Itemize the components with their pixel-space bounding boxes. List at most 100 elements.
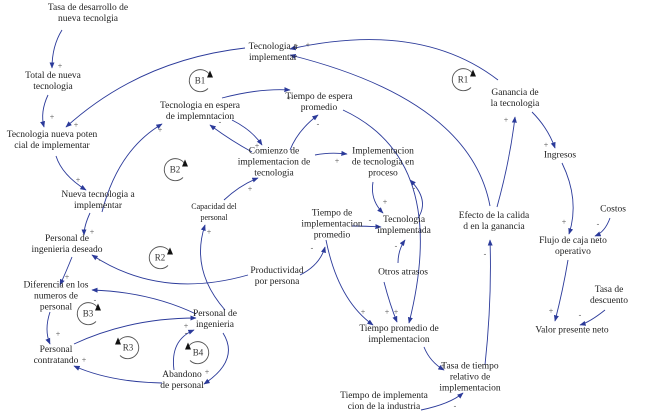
link-tec-nueva-potencial-to-nueva-tec-implementar xyxy=(55,155,87,191)
polarity-sign: - xyxy=(453,401,457,411)
node-tasa-tiempo-relativo: Tasa de tiempo relativo de implementacio… xyxy=(439,361,501,394)
node-flujo-caja-neto: Flujo de caja neto operativo xyxy=(539,236,607,257)
link-productividad-to-tiempo-impl-prom xyxy=(299,246,326,276)
polarity-sign: + xyxy=(57,61,63,71)
node-valor-presente-neto: Valor presente neto xyxy=(535,325,609,336)
node-otros-atrasos: Otros atrasos xyxy=(378,267,428,278)
link-comienzo-to-impl-proceso xyxy=(314,150,348,156)
polarity-sign: + xyxy=(305,40,311,50)
node-ingresos: Ingresos xyxy=(543,150,577,161)
polarity-sign: + xyxy=(49,112,55,122)
node-tiempo-industria: Tiempo de implementa cion de la industri… xyxy=(340,391,428,412)
polarity-sign: + xyxy=(81,355,87,365)
node-tecnologia-a-implementar: Tecnologia a implementar xyxy=(248,42,298,63)
link-capacidad-to-comienzo xyxy=(223,177,259,201)
node-personal-deseado: Personal de ingenieria deseado xyxy=(31,234,103,255)
link-abandono-to-personal-ingenieria xyxy=(172,329,195,371)
node-diferencia-personal: Diferencia en los numeros de personal xyxy=(23,280,89,313)
link-tiempo-impl-prom-to-tec-implementada xyxy=(351,224,382,230)
node-ganancia-tecnologia: Ganancia de la tecnologia xyxy=(490,88,540,109)
polarity-sign: + xyxy=(183,321,189,331)
polarity-sign: + xyxy=(247,184,253,194)
polarity-sign: - xyxy=(184,328,188,338)
node-implementacion-en-proceso: Implementacion de tecnologia en proceso xyxy=(351,146,415,179)
polarity-sign: + xyxy=(382,197,388,207)
loop-arrow-icon xyxy=(188,69,213,93)
link-costos-to-flujo-caja xyxy=(594,217,611,237)
polarity-sign: - xyxy=(394,241,398,251)
polarity-sign: + xyxy=(64,272,70,282)
polarity-sign: + xyxy=(73,120,79,130)
loop-r2: R2 xyxy=(146,244,174,277)
link-nueva-tec-implementar-to-personal-deseado xyxy=(81,212,91,236)
link-tiempo-prom-impl-to-tasa-tiempo-relativo xyxy=(423,346,445,371)
link-efecto-calidad-to-tec-a-implementar xyxy=(289,53,491,207)
node-comienzo-implementacion: Comienzo de implementacion de tecnologia xyxy=(237,146,311,179)
polarity-sign: + xyxy=(548,306,554,316)
node-tiempo-implementacion-promedio: Tiempo de implementacion promedio xyxy=(301,208,363,241)
polarity-sign: + xyxy=(254,141,260,151)
node-total-nueva-tecnologia: Total de nueva tecnologia xyxy=(25,71,81,92)
link-tiempo-industria-to-tasa-tiempo-relativo xyxy=(420,392,464,411)
polarity-sign: + xyxy=(334,156,340,166)
node-productividad: Productividad por persona xyxy=(250,266,304,287)
link-ingresos-to-flujo-caja xyxy=(561,162,574,235)
node-tecnologia-implementada: Tecnologia implementada xyxy=(377,215,431,236)
link-impl-proceso-to-tec-implementada xyxy=(372,181,384,214)
link-efecto-calidad-to-ganancia xyxy=(496,116,517,208)
link-otros-atrasos-to-tec-implementada xyxy=(397,239,406,264)
loop-arrow-icon xyxy=(185,341,210,365)
link-flujo-caja-to-vpn xyxy=(553,259,569,322)
loop-r1: R1 xyxy=(449,66,477,99)
loop-b2: B2 xyxy=(161,156,189,189)
polarity-sign: - xyxy=(93,295,97,305)
link-personal-contratando-to-personal-ingenieria xyxy=(73,315,197,345)
link-tec-en-espera-to-comienzo xyxy=(231,119,263,146)
link-personal-ingenieria-to-diferencia xyxy=(91,287,197,315)
polarity-sign: + xyxy=(206,227,212,237)
link-ganancia-to-tec-a-implementar xyxy=(289,39,499,81)
link-tasa-descuento-to-vpn xyxy=(579,309,606,326)
polarity-sign: - xyxy=(412,183,416,193)
polarity-sign: + xyxy=(293,41,299,51)
loop-label: B4 xyxy=(192,347,204,358)
loop-label: R1 xyxy=(457,74,469,85)
link-tasa-tiempo-relativo-to-efecto-calidad xyxy=(484,239,493,366)
polarity-sign: + xyxy=(440,361,446,371)
link-tec-a-implementar-to-tec-nueva-potencial xyxy=(65,47,246,128)
polarity-sign: - xyxy=(218,117,222,127)
node-tasa-descuento: Tasa de descuento xyxy=(590,285,628,306)
link-comienzo-to-tiempo-espera xyxy=(289,114,319,151)
loop-label: R2 xyxy=(154,252,166,263)
link-tec-en-espera-to-tiempo-espera xyxy=(221,87,291,99)
loop-arrow-icon xyxy=(163,158,188,182)
link-tec-implementada-to-impl-proceso xyxy=(409,179,423,219)
link-tasa-desarrollo-to-total-nueva xyxy=(49,29,63,69)
node-tasa-desarrollo: Tasa de desarrollo de nueva tecnolgia xyxy=(47,3,129,24)
node-personal-contratando: Personal contratando xyxy=(33,345,79,366)
loop-arrow-icon xyxy=(115,336,140,360)
link-personal-ingenieria-to-abandono xyxy=(203,332,229,385)
link-tiempo-impl-prom-to-tiempo-prom-impl xyxy=(325,239,374,326)
node-costos: Costos xyxy=(600,204,626,215)
link-comienzo-to-tec-en-espera xyxy=(209,124,253,153)
polarity-sign: - xyxy=(368,215,372,225)
polarity-sign: + xyxy=(55,329,61,339)
loop-b1: B1 xyxy=(186,67,214,100)
link-total-nueva-to-tec-nueva-potencial xyxy=(40,94,49,128)
node-tiempo-espera-promedio: Tiempo de espera promedio xyxy=(285,92,353,113)
node-nueva-tecnologia-implementar: Nueva tecnologia a implementar xyxy=(61,190,135,211)
polarity-sign: + xyxy=(157,125,163,135)
polarity-sign: + xyxy=(384,307,390,317)
link-productividad-to-personal-deseado xyxy=(91,254,249,285)
node-tecnologia-nueva-potencial: Tecnologia nueva poten cial de implement… xyxy=(6,130,98,151)
polarity-sign: + xyxy=(561,217,567,227)
loop-arrow-icon xyxy=(76,302,101,326)
polarity-sign: + xyxy=(360,307,366,317)
polarity-sign: + xyxy=(75,175,81,185)
polarity-sign: - xyxy=(98,255,102,265)
node-abandono-personal: Abandono de personal xyxy=(160,370,204,391)
polarity-sign: + xyxy=(503,115,509,125)
